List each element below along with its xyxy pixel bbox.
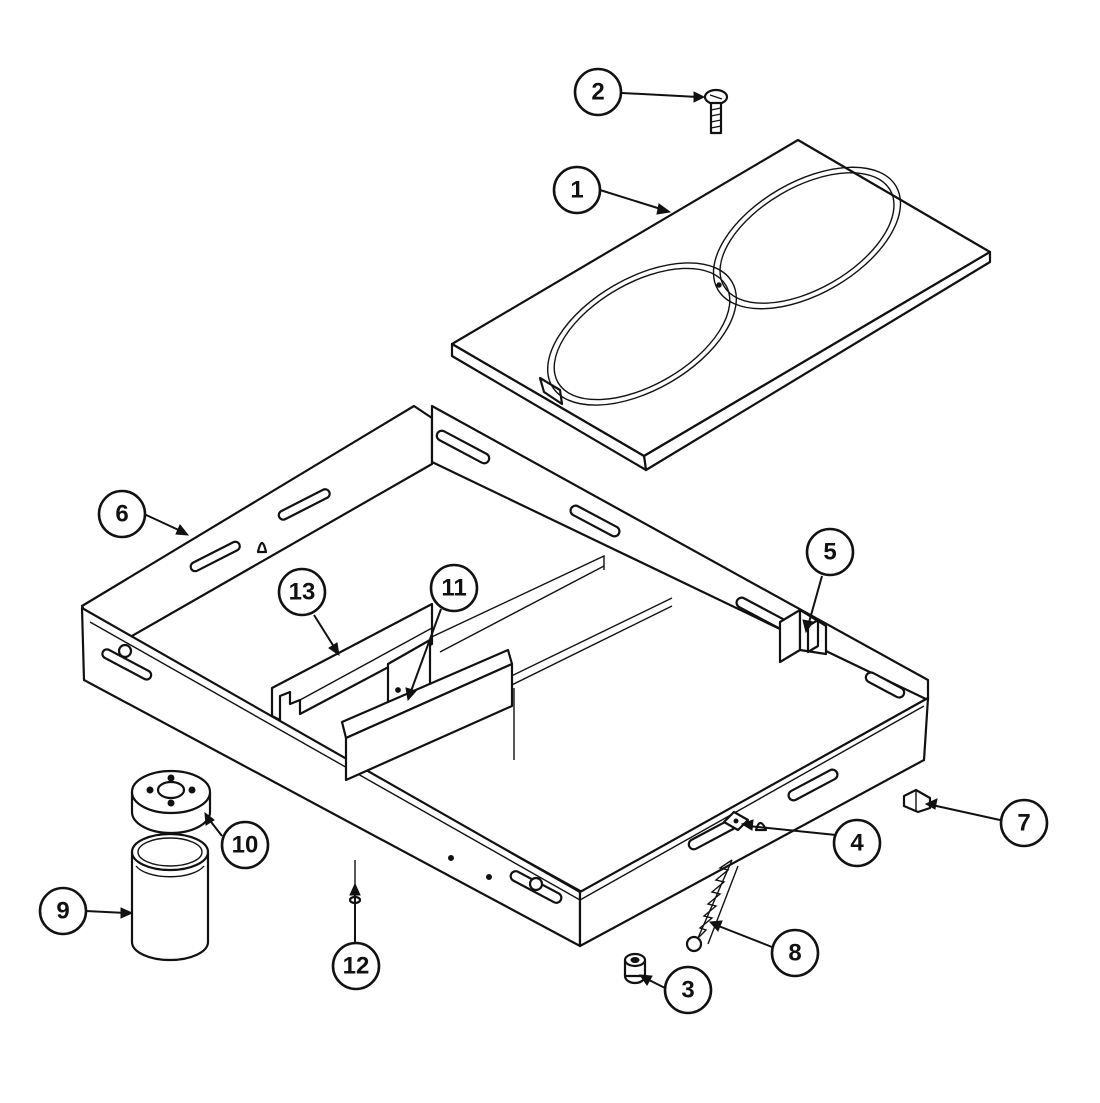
leader-lines: [85, 91, 1001, 989]
callout-3: 3: [663, 965, 713, 1015]
svg-text:1: 1: [570, 177, 583, 204]
callout-10: 10: [220, 820, 270, 870]
svg-text:5: 5: [823, 539, 836, 566]
svg-text:13: 13: [289, 579, 316, 606]
svg-text:12: 12: [343, 953, 370, 980]
svg-text:4: 4: [850, 830, 864, 857]
retainer-clip: [902, 788, 932, 814]
callout-2: 2: [573, 67, 623, 117]
cooktop-panel: [450, 138, 992, 472]
callout-13: 13: [277, 567, 327, 617]
screw: [703, 88, 729, 135]
callout-4: 4: [832, 818, 882, 868]
callout-8: 8: [770, 928, 820, 978]
jar: [130, 832, 210, 962]
callout-12: 12: [331, 941, 381, 991]
nut: [623, 952, 647, 985]
support-channel: [340, 638, 514, 782]
callout-5: 5: [805, 527, 855, 577]
svg-text:2: 2: [591, 79, 604, 106]
svg-text:3: 3: [681, 977, 694, 1004]
svg-text:9: 9: [56, 898, 69, 925]
clip: [722, 810, 750, 832]
callout-9: 9: [38, 886, 88, 936]
svg-text:10: 10: [232, 832, 259, 859]
callout-6: 6: [97, 489, 147, 539]
jar-lid: [130, 769, 212, 835]
bracket: [778, 608, 828, 664]
callout-1: 1: [552, 165, 602, 215]
baffle: [270, 602, 434, 722]
spring: [685, 859, 739, 953]
callout-11: 11: [429, 563, 479, 613]
svg-text:8: 8: [788, 940, 801, 967]
svg-text:11: 11: [441, 575, 466, 602]
callout-7: 7: [999, 798, 1049, 848]
svg-text:6: 6: [115, 501, 128, 528]
svg-text:7: 7: [1017, 810, 1030, 837]
